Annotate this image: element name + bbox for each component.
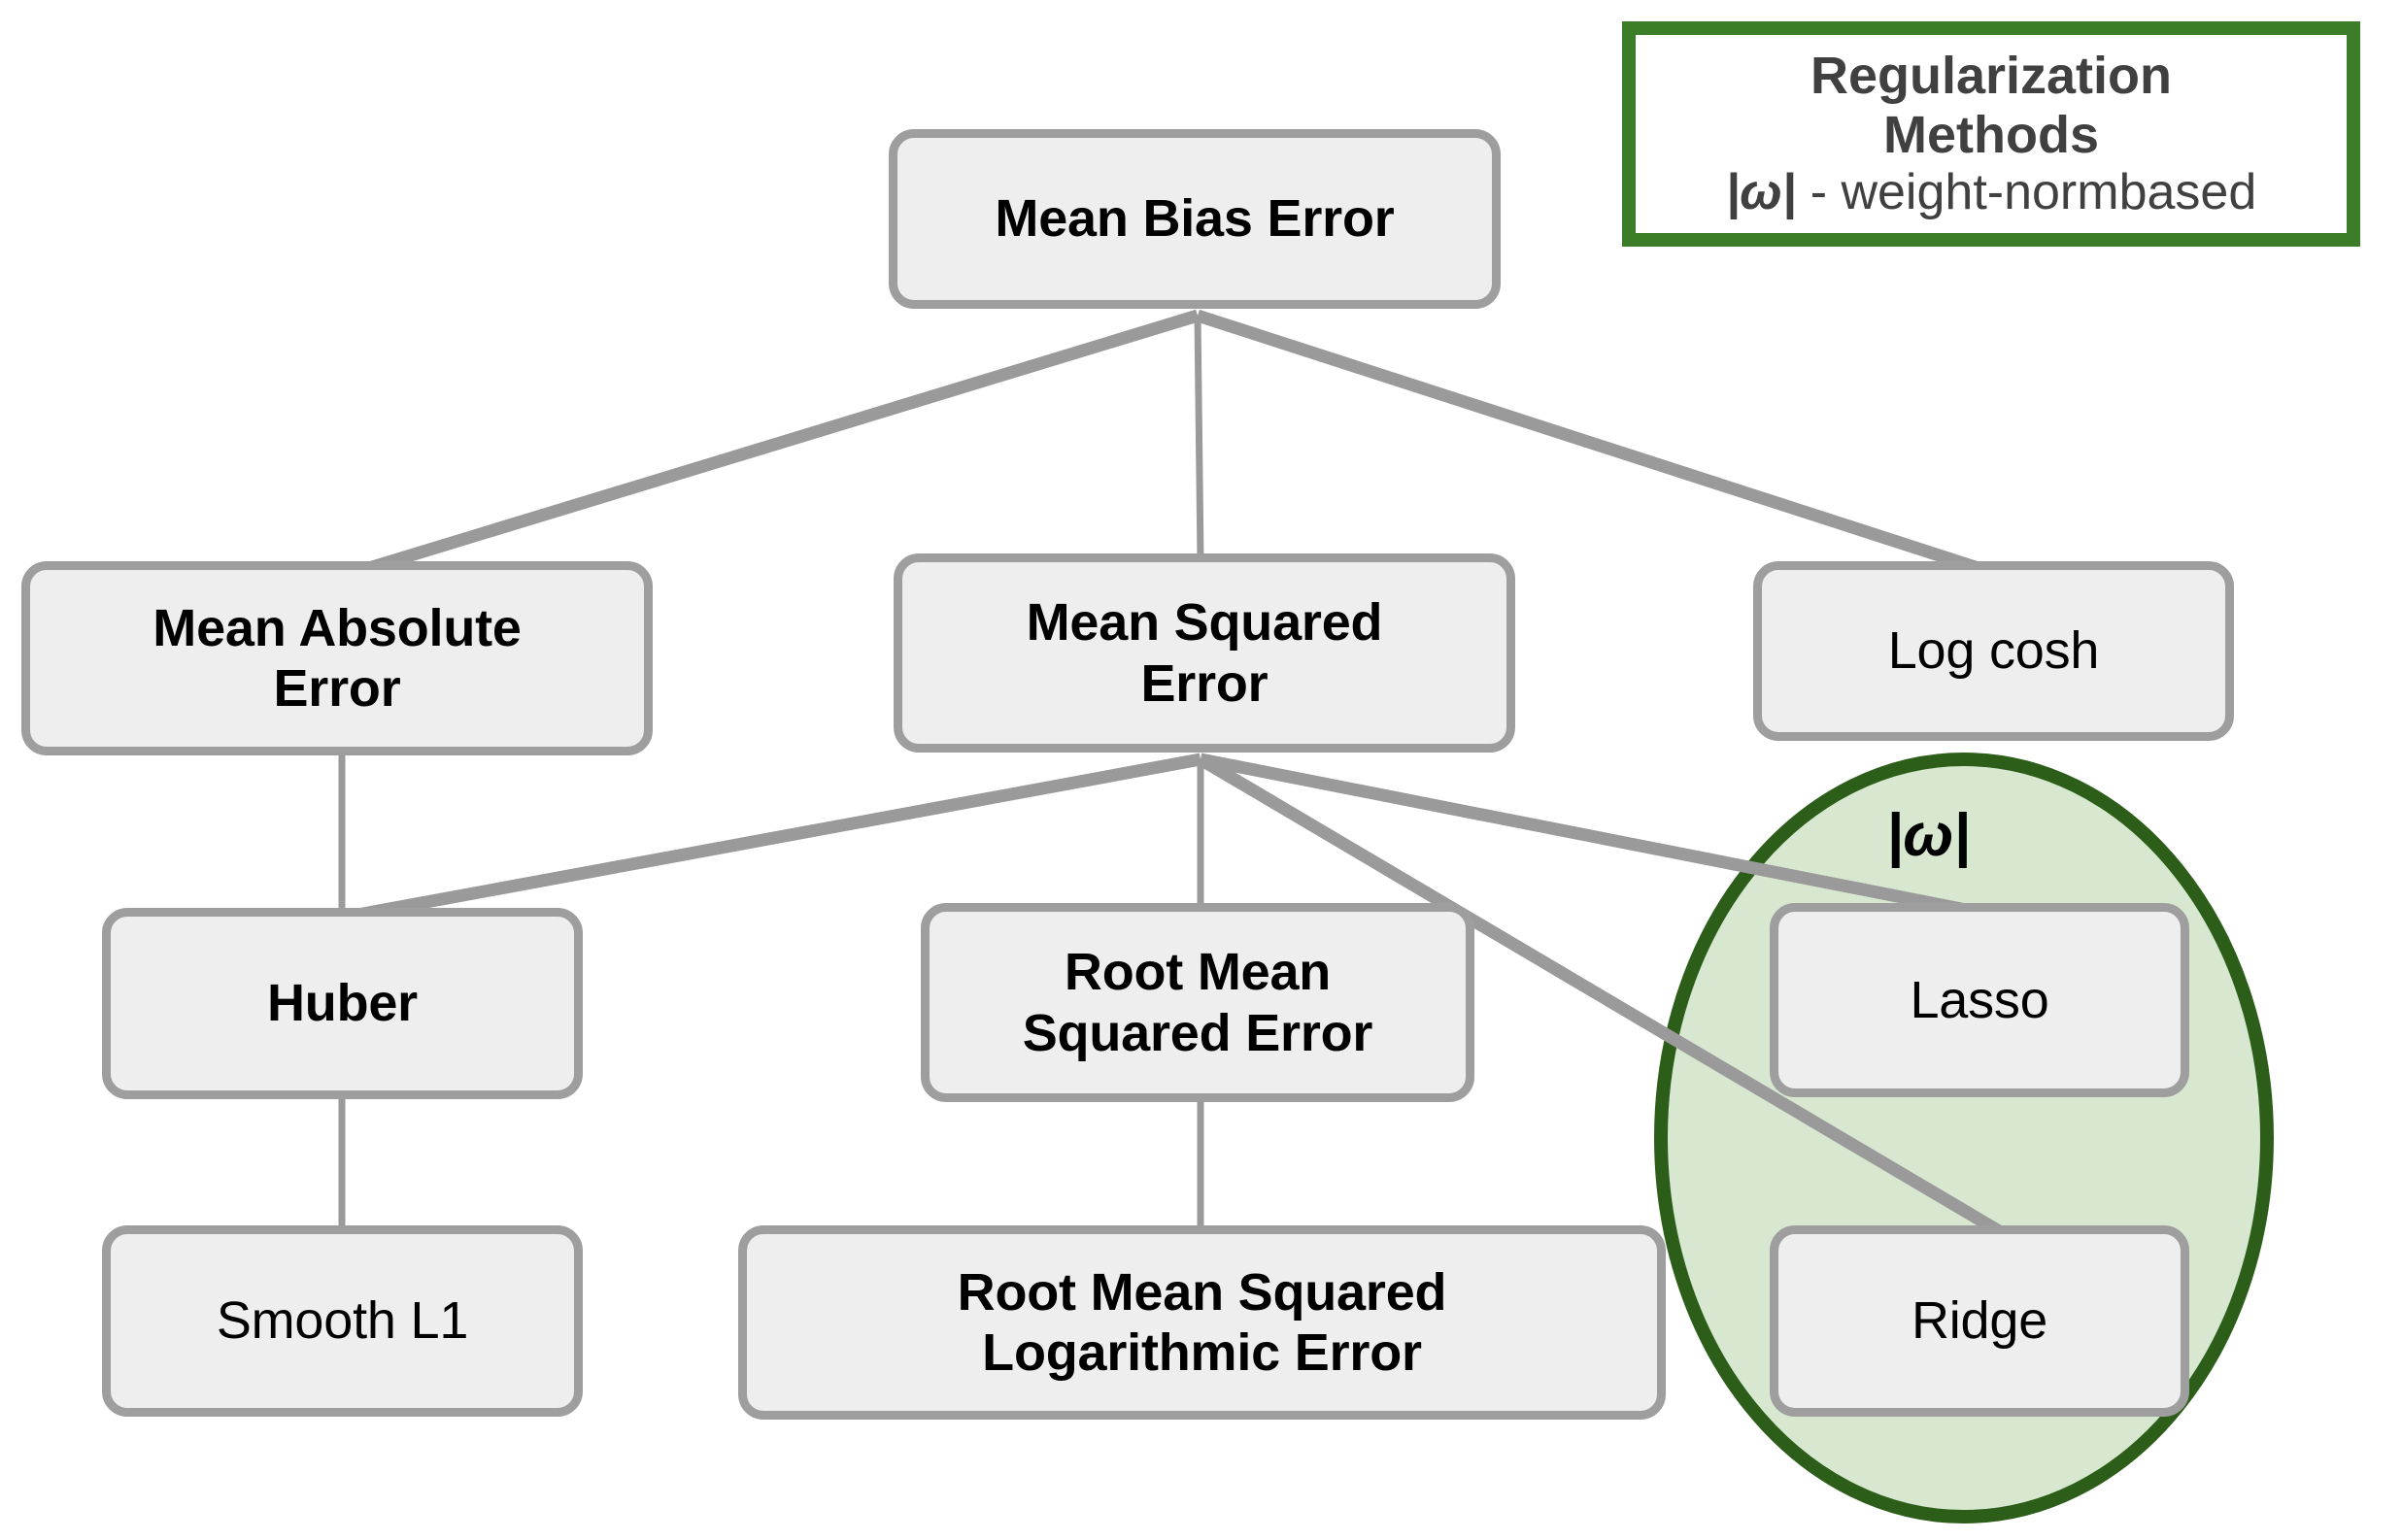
node-logcosh[interactable]: Log cosh <box>1753 561 2234 741</box>
legend-omega-symbol: |ω| <box>1725 164 1797 221</box>
legend-title-line1: Regularization <box>1810 47 2173 106</box>
edge-mbe-to-mae <box>357 309 1200 578</box>
legend-title-line2: Methods <box>1883 105 2099 164</box>
node-rmsle[interactable]: Root Mean Squared Logarithmic Error <box>738 1225 1666 1420</box>
node-mae[interactable]: Mean Absolute Error <box>21 561 653 755</box>
edge-mbe-to-mse <box>1194 315 1204 562</box>
legend-definition: |ω| - weight-normbased <box>1726 164 2257 220</box>
edge-mse-to-huber <box>340 753 1202 924</box>
node-mse[interactable]: Mean Squared Error <box>894 553 1515 753</box>
node-huber[interactable]: Huber <box>102 908 583 1099</box>
edge-mse-to-ridge <box>1197 753 2010 1241</box>
legend-definition-text: - weight-normbased <box>1796 164 2257 221</box>
edge-lines <box>338 309 2010 1241</box>
node-mbe[interactable]: Mean Bias Error <box>889 129 1501 309</box>
node-ridge[interactable]: Ridge <box>1770 1225 2189 1417</box>
omega-norm-label: |ω| <box>1886 802 1971 869</box>
regularization-legend: Regularization Methods |ω| - weight-norm… <box>1622 21 2360 247</box>
node-smoothl1[interactable]: Smooth L1 <box>102 1225 583 1417</box>
node-lasso[interactable]: Lasso <box>1770 903 2189 1097</box>
node-rmse[interactable]: Root Mean Squared Error <box>921 903 1474 1102</box>
edge-mse-to-lasso <box>1199 753 2008 924</box>
edge-mbe-to-logcosh <box>1195 309 1990 578</box>
